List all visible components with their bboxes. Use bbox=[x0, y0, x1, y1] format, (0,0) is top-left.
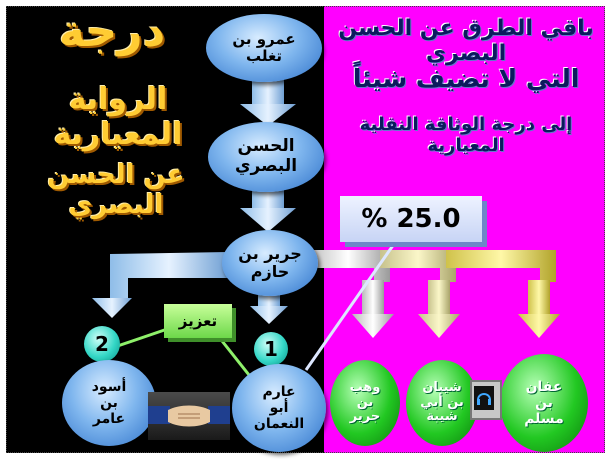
node-wahb-bin-jarir-label: وهب بن جرير bbox=[349, 379, 381, 425]
node-arim-abu-numan: عارم أبو النعمان bbox=[232, 364, 326, 452]
handshake-icon bbox=[148, 392, 230, 440]
node-jarir-bin-hazim: جرير بن حازم bbox=[222, 230, 318, 296]
node-wahb-bin-jarir: وهب بن جرير bbox=[330, 360, 400, 446]
badge-two: 2 bbox=[84, 326, 120, 362]
left-title-line-3: عن الحسن البصري bbox=[47, 160, 185, 220]
right-title-line-1: باقي الطرق عن الحسن البصري bbox=[338, 16, 594, 66]
node-affan-bin-muslim: عفان بن مسلم bbox=[500, 354, 588, 452]
tazeez-box: تعزيز bbox=[164, 304, 232, 338]
node-amr-bin-taghlib: عمرو بن تغلب bbox=[206, 14, 322, 82]
node-aswad-bin-amir: أسود بن عامر bbox=[62, 360, 156, 446]
branch-to-node-2 bbox=[92, 252, 228, 318]
node-hasan-basri: الحسن البصري bbox=[208, 122, 324, 192]
node-aswad-bin-amir-label: أسود بن عامر bbox=[91, 378, 127, 428]
node-amr-bin-taghlib-label: عمرو بن تغلب bbox=[232, 29, 296, 65]
branch-to-wahb bbox=[306, 250, 394, 338]
right-title-line-2: التي لا تضيف شيئاً bbox=[352, 64, 580, 93]
right-title-line-3: إلى درجة الوثاقة النقلية المعيارية bbox=[359, 114, 573, 156]
chain-arrow-1 bbox=[240, 78, 296, 126]
branch-to-affan bbox=[446, 250, 560, 338]
node-shayban-bin-abi-shayba-label: شيبان بن أبي شيبة bbox=[420, 379, 464, 425]
node-affan-bin-muslim-label: عفان بن مسلم bbox=[524, 378, 564, 428]
percentage-pointer bbox=[304, 243, 396, 371]
branch-to-shayban bbox=[380, 250, 460, 338]
node-jarir-bin-hazim-label: جرير بن حازم bbox=[238, 243, 302, 281]
percentage-box: % 25.0 bbox=[340, 196, 482, 242]
badge-one: 1 bbox=[254, 332, 288, 366]
node-arim-abu-numan-label: عارم أبو النعمان bbox=[253, 383, 305, 433]
left-title-line-2: الرواية المعيارية bbox=[53, 82, 183, 152]
node-shayban-bin-abi-shayba: شيبان بن أبي شيبة bbox=[406, 360, 478, 446]
chain-arrow-2 bbox=[240, 190, 296, 232]
node-hasan-basri-label: الحسن البصري bbox=[234, 136, 298, 176]
left-title-line-1: درجة bbox=[58, 6, 166, 57]
headset-icon bbox=[470, 380, 502, 420]
